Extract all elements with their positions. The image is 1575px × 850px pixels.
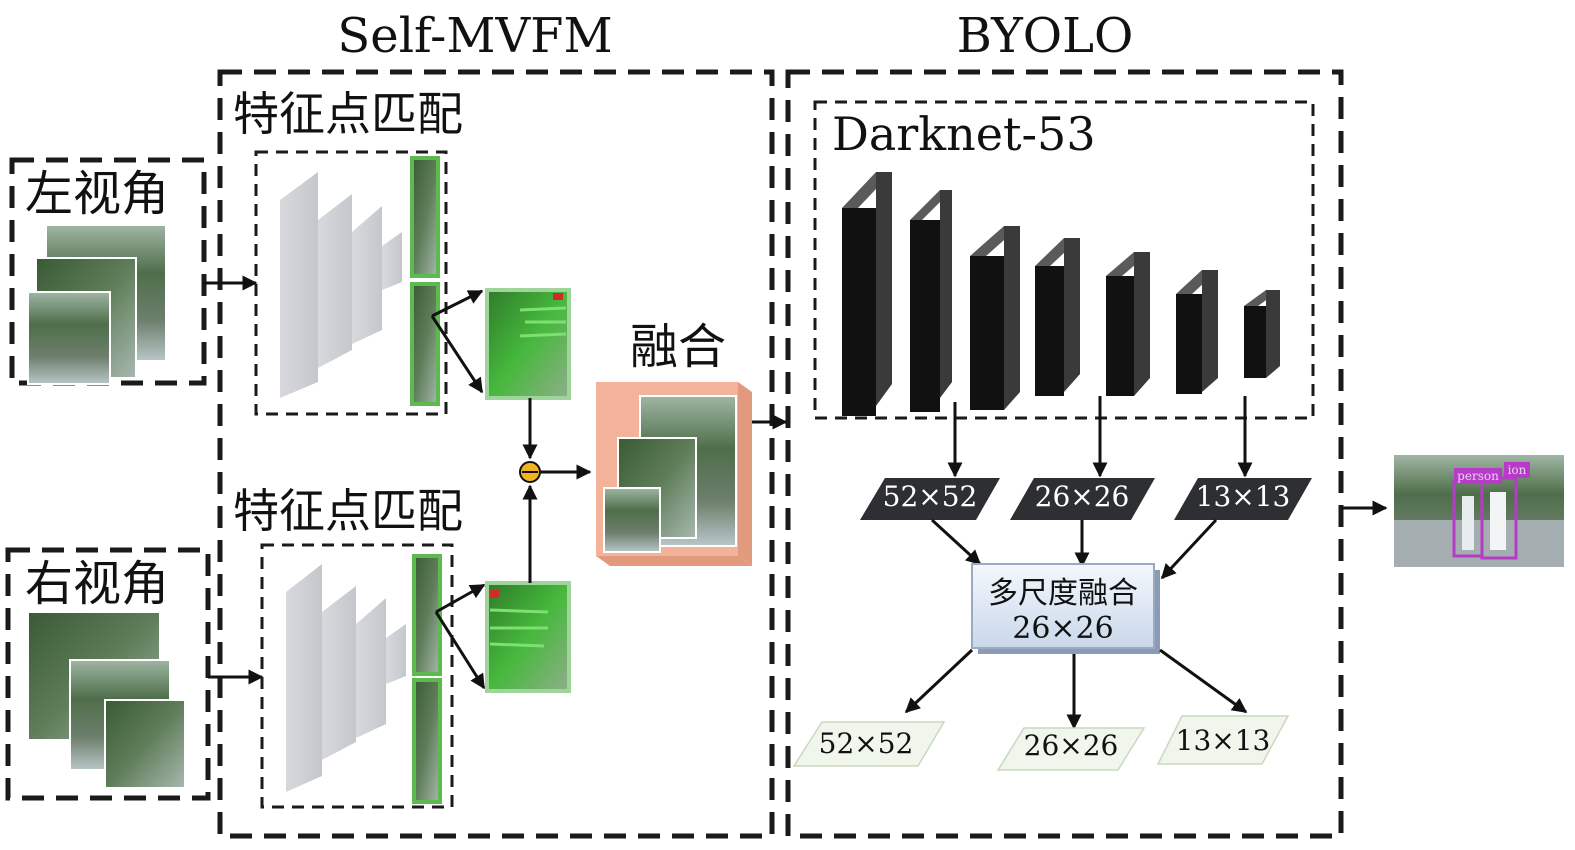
matched-map-bottom <box>487 583 569 691</box>
detection-output: person ion <box>1394 455 1564 567</box>
darknet-label: Darknet-53 <box>832 107 1096 161</box>
scale-label-52-top: 52×52 <box>883 480 978 513</box>
section-title-self-mvfm: Self-MVFM <box>337 8 612 64</box>
feature-map-thumb <box>412 158 438 276</box>
scale-label-13-top: 13×13 <box>1196 480 1291 513</box>
feature-map-thumb <box>414 556 440 674</box>
arrow-fusion-to-52 <box>906 650 972 712</box>
conv-block <box>280 172 318 398</box>
person-label: person <box>1457 469 1499 483</box>
left-view-label: 左视角 <box>25 166 169 222</box>
match-top-label: 特征点匹配 <box>233 87 463 141</box>
scale-map-13-top: 13×13 <box>1174 478 1312 520</box>
darknet-block-7 <box>1244 290 1280 378</box>
fusion-block-bottom <box>596 556 752 566</box>
fused-photo-1 <box>604 488 660 552</box>
match-top-result <box>487 290 569 398</box>
scale-label-13-bottom: 13×13 <box>1176 724 1271 757</box>
scale-map-26-bottom: 26×26 <box>998 728 1144 770</box>
darknet-block-5 <box>1106 252 1150 396</box>
multiscale-size: 26×26 <box>1012 611 1113 646</box>
scale-map-26-top: 26×26 <box>1010 478 1155 520</box>
scale-map-52-bottom: 52×52 <box>794 722 944 766</box>
darknet-block-2 <box>910 190 952 412</box>
scale-map-52-top: 52×52 <box>860 478 1000 520</box>
right-photo-1 <box>105 700 185 788</box>
fusion-block <box>596 382 752 566</box>
conv-block <box>318 194 352 368</box>
match-marker <box>553 293 563 300</box>
left-view-input: 左视角 <box>12 160 204 384</box>
darknet-block-3 <box>970 226 1020 410</box>
conv-block <box>322 586 356 760</box>
arrow-bottom-match-a <box>436 585 484 612</box>
matched-map-top <box>487 290 569 398</box>
section-title-byolo: BYOLO <box>957 8 1134 64</box>
darknet-block-6 <box>1176 270 1218 394</box>
conv-block <box>352 206 382 344</box>
arrow-13-to-fusion <box>1162 520 1216 578</box>
darknet-block-4 <box>1035 238 1080 396</box>
right-view-label: 右视角 <box>25 556 169 612</box>
scale-map-13-bottom: 13×13 <box>1158 716 1288 764</box>
darknet-blocks <box>842 172 1280 416</box>
ion-label: ion <box>1508 463 1527 477</box>
left-photo-1 <box>28 292 110 384</box>
multiscale-fusion-box: 多尺度融合 26×26 <box>972 564 1160 654</box>
match-bottom-network <box>286 556 440 802</box>
right-view-input: 右视角 <box>8 550 208 798</box>
darknet-block-1 <box>842 172 892 416</box>
scale-label-26-top: 26×26 <box>1035 480 1130 513</box>
conv-block <box>286 564 322 792</box>
output-road <box>1394 520 1564 567</box>
arrow-52-to-fusion <box>932 520 980 564</box>
person-figure <box>1490 492 1506 550</box>
match-bottom-label: 特征点匹配 <box>233 484 463 538</box>
feature-map-thumb <box>414 680 440 802</box>
match-bottom-result <box>487 583 569 691</box>
match-top-network <box>280 158 438 404</box>
person-figure <box>1462 496 1474 550</box>
scale-label-26-bottom: 26×26 <box>1024 729 1119 762</box>
arrow-fusion-to-13 <box>1160 650 1246 712</box>
fusion-label: 融合 <box>630 319 726 375</box>
feature-map-thumb <box>412 284 438 404</box>
conv-block <box>356 598 386 738</box>
fusion-block-side <box>738 382 752 566</box>
conv-block <box>382 232 402 290</box>
arrow-bottom-match-b <box>436 612 484 688</box>
conv-block <box>386 624 406 684</box>
match-marker <box>490 590 499 598</box>
scale-label-52-bottom: 52×52 <box>819 727 914 760</box>
multiscale-label: 多尺度融合 <box>988 576 1138 611</box>
